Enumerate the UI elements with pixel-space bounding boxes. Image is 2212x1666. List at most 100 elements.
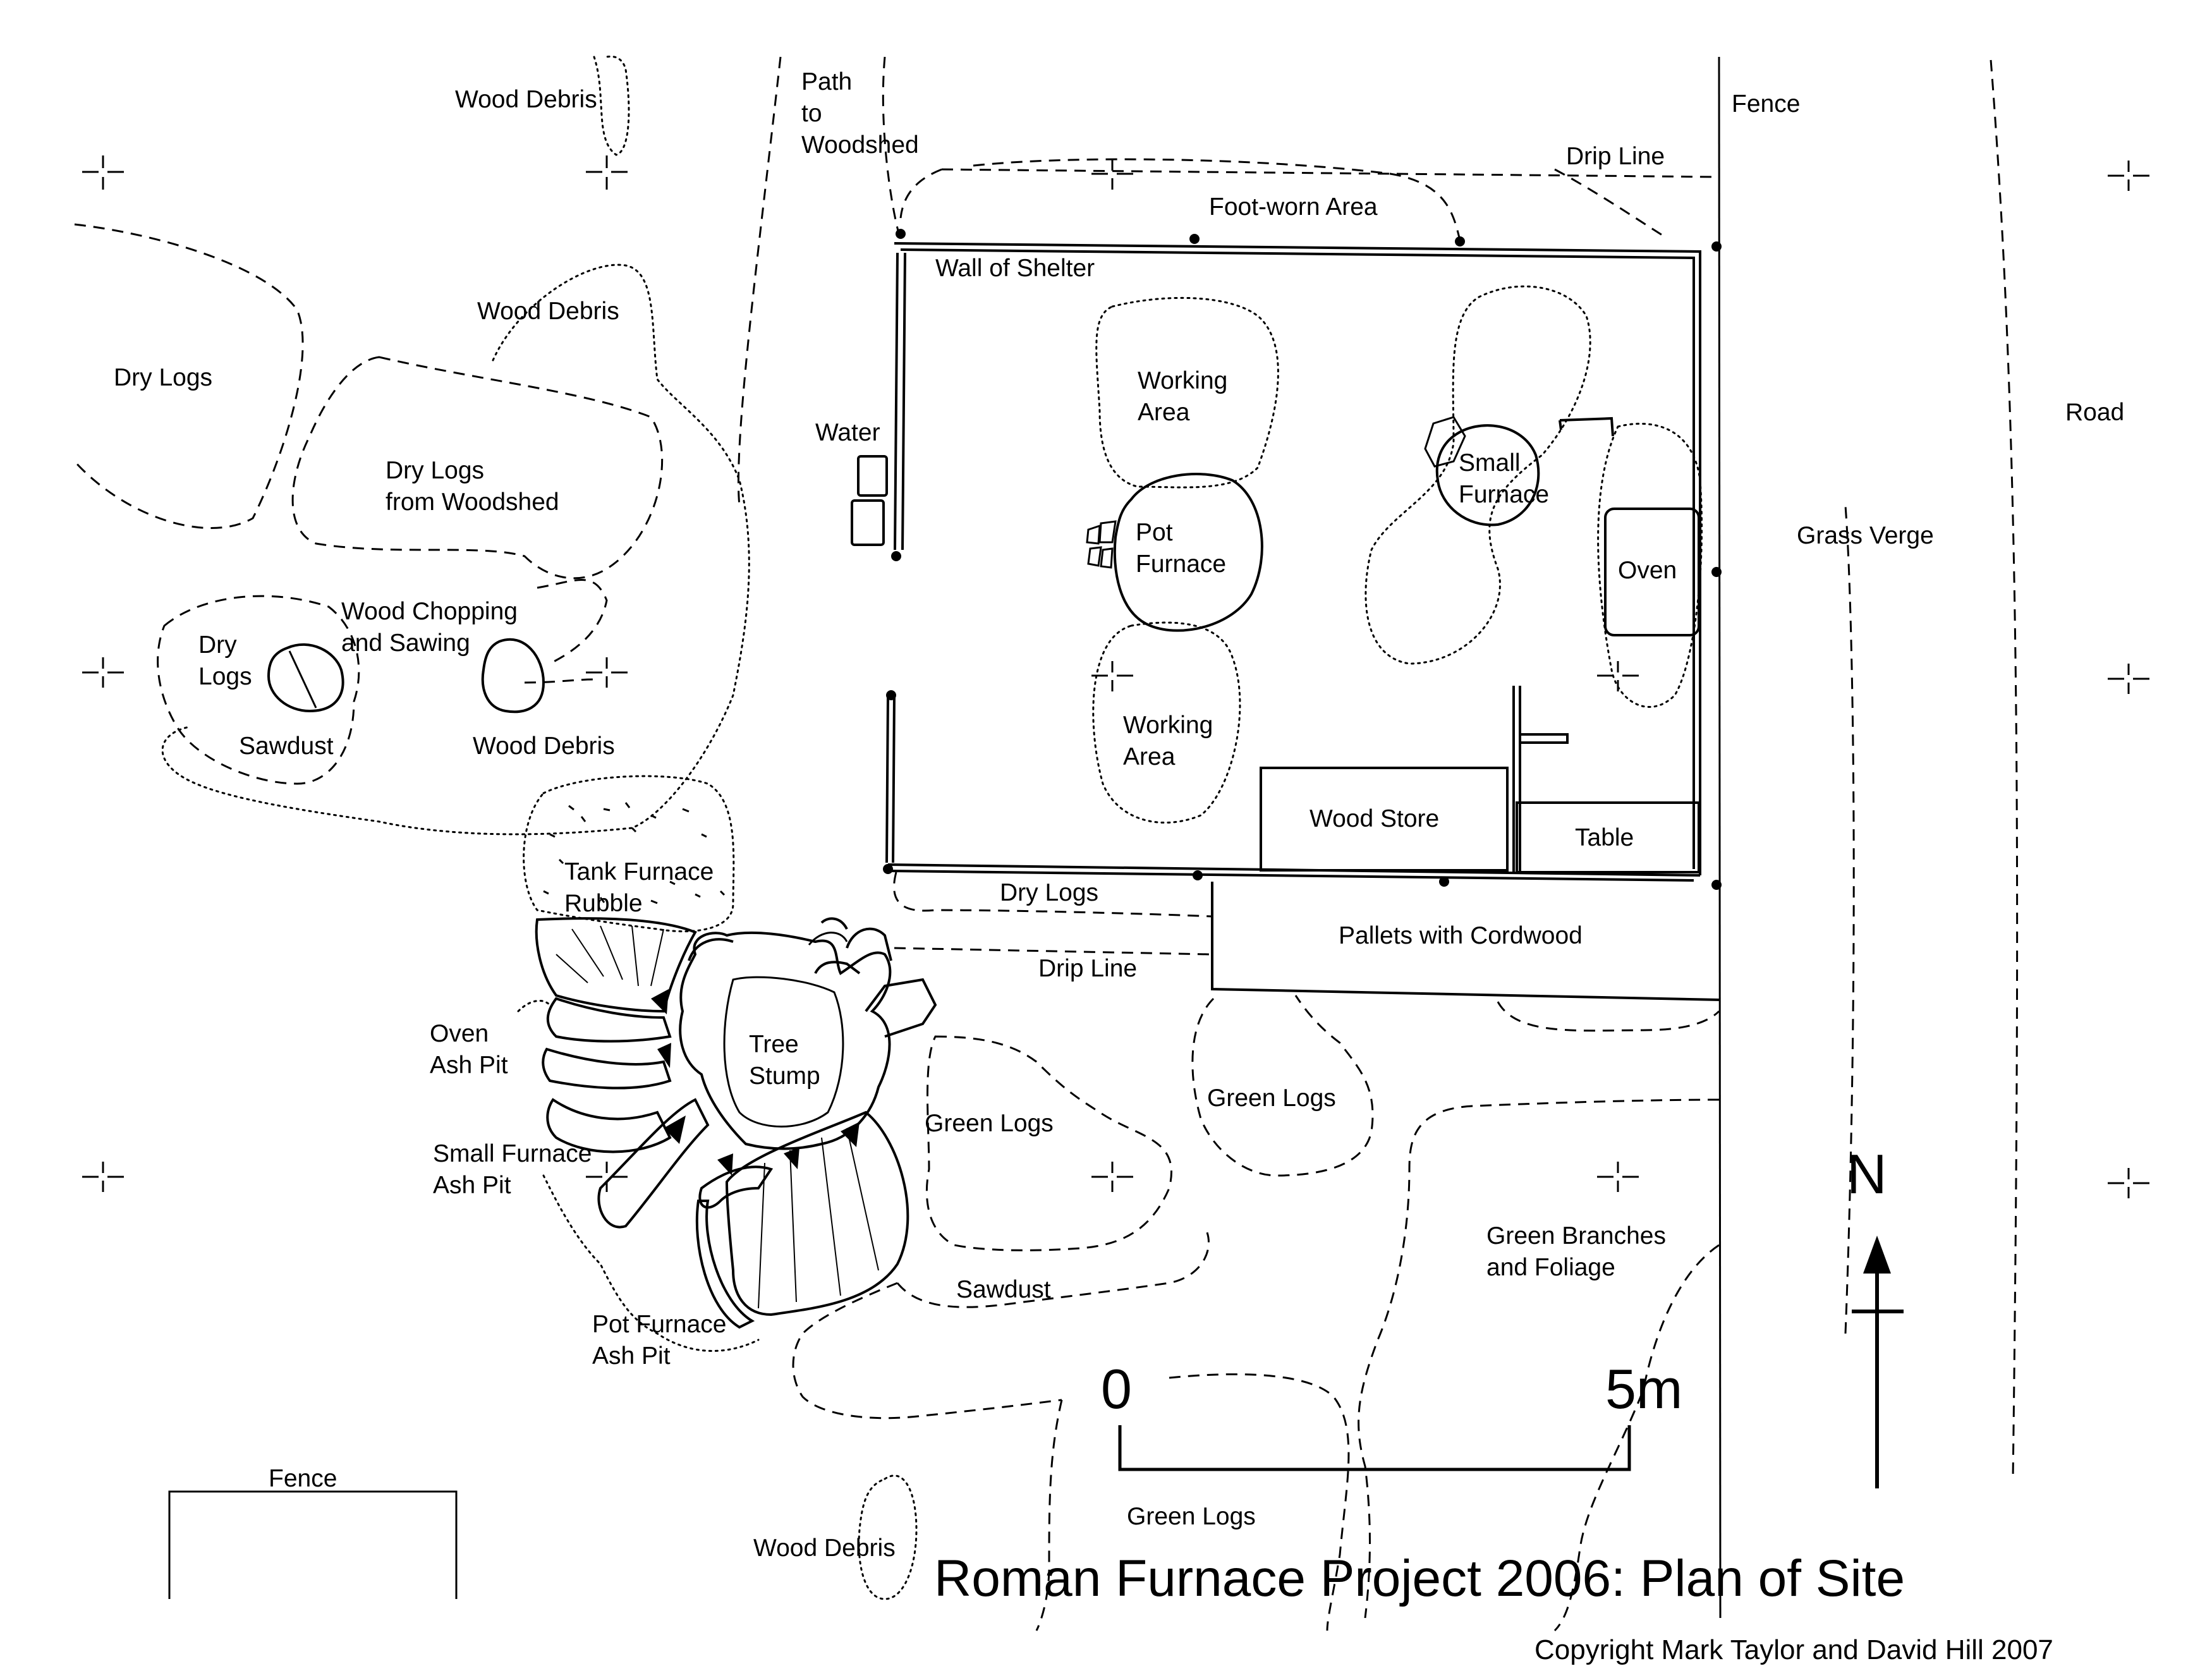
label-table: Table bbox=[1575, 824, 1634, 851]
label-small-furnace-1: Small bbox=[1459, 449, 1521, 477]
label-foot-worn: Foot-worn Area bbox=[1209, 193, 1378, 221]
table-box bbox=[1516, 801, 1700, 873]
copyright-text: Copyright Mark Taylor and David Hill 200… bbox=[1534, 1634, 2053, 1665]
chopping-block-right bbox=[481, 638, 545, 714]
fence-bottom-left bbox=[168, 1490, 458, 1599]
label-green-branches-1: Green Branches bbox=[1486, 1222, 1666, 1250]
fence-line-east bbox=[1718, 56, 1722, 1619]
label-wood-debris-bottom: Wood Debris bbox=[753, 1535, 896, 1562]
label-path-3: Woodshed bbox=[801, 131, 919, 159]
label-tank-furnace-1: Tank Furnace bbox=[564, 858, 714, 885]
label-sawdust-left: Sawdust bbox=[239, 733, 334, 760]
shelter-posts bbox=[883, 229, 1722, 890]
green-logs-bottom-area bbox=[1035, 1373, 1350, 1631]
label-fence-bottom: Fence bbox=[269, 1465, 337, 1492]
label-working-area-top-2: Area bbox=[1138, 399, 1190, 426]
label-green-branches-2: and Foliage bbox=[1486, 1254, 1615, 1281]
ash-pit-wedges bbox=[651, 989, 860, 1176]
label-tank-furnace-2: Rubble bbox=[564, 890, 643, 917]
label-oven-ash-1: Oven bbox=[430, 1020, 489, 1047]
pallets-area bbox=[1211, 882, 1721, 1001]
pot-furnace bbox=[1086, 473, 1263, 632]
label-pot-furnace-ash-2: Ash Pit bbox=[592, 1342, 671, 1370]
label-road: Road bbox=[2065, 399, 2124, 426]
label-dry-logs-small-2: Logs bbox=[198, 663, 252, 690]
chopping-block-left bbox=[267, 643, 344, 713]
rubble-flecks bbox=[543, 802, 726, 904]
label-small-furnace-ash-1: Small Furnace bbox=[433, 1140, 592, 1167]
label-sawdust-bottom: Sawdust bbox=[956, 1276, 1051, 1303]
label-dry-logs-small-1: Dry bbox=[198, 631, 237, 659]
label-pallets: Pallets with Cordwood bbox=[1339, 922, 1583, 949]
grid-markers bbox=[82, 155, 2149, 1198]
scale-bar bbox=[1118, 1425, 1631, 1471]
wood-debris-bottom-area bbox=[858, 1474, 918, 1600]
label-pot-furnace-ash-1: Pot Furnace bbox=[592, 1311, 726, 1338]
shelter-walls bbox=[885, 242, 1701, 882]
water-containers bbox=[851, 455, 888, 546]
path-to-woodshed bbox=[737, 56, 902, 506]
drip-line-bottom bbox=[893, 872, 1720, 1032]
foot-worn-area bbox=[973, 158, 1461, 241]
label-grass-verge: Grass Verge bbox=[1797, 522, 1934, 549]
oven-structure bbox=[1604, 508, 1700, 636]
label-wood-debris-chop: Wood Debris bbox=[473, 733, 615, 760]
scale-end-label: 5m bbox=[1605, 1358, 1682, 1420]
label-path-2: to bbox=[801, 100, 822, 127]
wood-store-box bbox=[1260, 686, 1569, 872]
scale-labels: 0 5m bbox=[1101, 1358, 1682, 1420]
label-tree-stump-2: Stump bbox=[749, 1062, 820, 1090]
label-small-furnace-ash-2: Ash Pit bbox=[433, 1172, 511, 1199]
label-wood-debris-top: Wood Debris bbox=[455, 86, 597, 113]
label-small-furnace-2: Furnace bbox=[1459, 481, 1549, 508]
label-drip-line-top: Drip Line bbox=[1566, 143, 1665, 170]
dry-logs-woodshed-area bbox=[291, 356, 664, 665]
label-green-logs-mid: Green Logs bbox=[925, 1110, 1054, 1137]
ash-pits-complex bbox=[535, 917, 937, 1329]
label-wall-of-shelter: Wall of Shelter bbox=[935, 255, 1095, 282]
label-wood-chopping-2: and Sawing bbox=[341, 629, 470, 657]
label-wood-store: Wood Store bbox=[1310, 805, 1439, 832]
grid-marker bbox=[82, 155, 2149, 1198]
green-branches-area bbox=[1358, 1098, 1720, 1632]
label-wood-chopping-1: Wood Chopping bbox=[341, 598, 518, 625]
label-dry-logs-bottom: Dry Logs bbox=[1000, 879, 1098, 906]
sawdust-bottom-area bbox=[792, 1232, 1210, 1420]
label-green-logs-bottom: Green Logs bbox=[1127, 1503, 1256, 1530]
label-oven: Oven bbox=[1618, 557, 1677, 584]
ash-pit-surround bbox=[517, 999, 760, 1352]
wood-chopping-area bbox=[157, 595, 595, 785]
label-oven-ash-2: Ash Pit bbox=[430, 1052, 508, 1079]
label-working-area-bottom-2: Area bbox=[1123, 743, 1176, 770]
label-dry-logs-left: Dry Logs bbox=[114, 364, 212, 391]
label-working-area-bottom-1: Working bbox=[1123, 712, 1213, 739]
green-logs-mid-area bbox=[925, 1035, 1172, 1251]
green-logs-right-area bbox=[1191, 995, 1374, 1177]
working-area-north bbox=[1095, 296, 1279, 489]
page-title: Roman Furnace Project 2006: Plan of Site bbox=[934, 1550, 1905, 1607]
working-area-south bbox=[1092, 621, 1241, 824]
label-pot-furnace-1: Pot bbox=[1136, 519, 1173, 546]
map-labels: Wood Debris Path to Woodshed Fence Drip … bbox=[114, 68, 2124, 1562]
label-pot-furnace-2: Furnace bbox=[1136, 550, 1226, 578]
label-tree-stump-1: Tree bbox=[749, 1031, 799, 1058]
label-wood-debris-mid: Wood Debris bbox=[477, 298, 619, 325]
label-dry-logs-woodshed-2: from Woodshed bbox=[386, 489, 559, 516]
label-dry-logs-woodshed-1: Dry Logs bbox=[386, 457, 484, 484]
label-fence-top: Fence bbox=[1732, 90, 1800, 118]
north-label: N bbox=[1847, 1143, 1887, 1205]
small-furnace bbox=[1424, 416, 1614, 526]
tank-furnace-rubble bbox=[523, 775, 735, 933]
label-green-logs-right: Green Logs bbox=[1207, 1085, 1336, 1112]
drip-line-top bbox=[899, 168, 1720, 236]
scale-start-label: 0 bbox=[1101, 1358, 1132, 1420]
wood-debris-top-area bbox=[593, 55, 630, 156]
label-drip-line-bottom: Drip Line bbox=[1038, 955, 1137, 982]
small-furnace-working-area bbox=[1364, 285, 1703, 708]
label-path-1: Path bbox=[801, 68, 852, 95]
label-working-area-top-1: Working bbox=[1138, 367, 1227, 394]
road-edges bbox=[1844, 59, 2019, 1480]
north-arrow bbox=[1852, 1236, 1904, 1488]
label-water: Water bbox=[815, 419, 880, 446]
